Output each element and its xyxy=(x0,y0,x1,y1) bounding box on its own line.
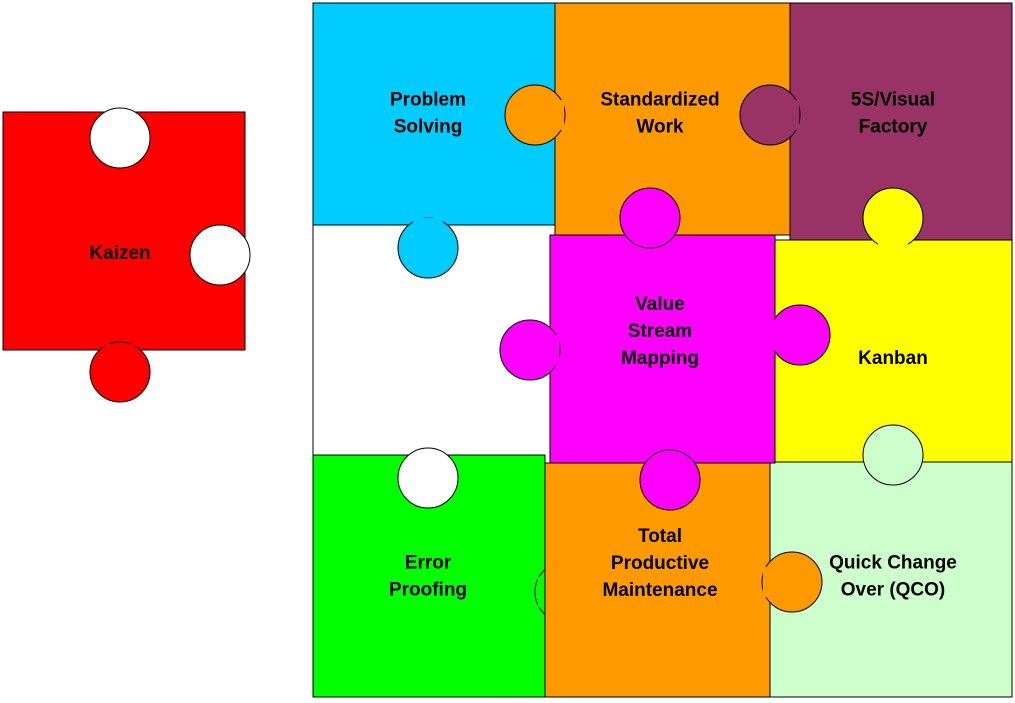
piece-label-total-productive-maintenance: Productive xyxy=(611,553,709,574)
piece-tab-neck xyxy=(878,233,908,249)
piece-label-kaizen: Kaizen xyxy=(89,243,150,264)
puzzle-piece-kaizen xyxy=(2,107,251,403)
piece-blank xyxy=(89,107,151,169)
piece-tab-neck xyxy=(105,344,135,360)
piece-blank xyxy=(397,447,459,509)
piece-tab-neck xyxy=(768,320,784,350)
piece-blank xyxy=(189,224,251,286)
piece-label-5s-visual-factory: Factory xyxy=(859,117,928,138)
piece-tab-neck xyxy=(763,567,779,597)
puzzle-piece-value-stream-mapping xyxy=(499,187,831,511)
piece-label-standardized-work: Standardized xyxy=(600,90,719,111)
piece-tab-neck xyxy=(783,100,799,130)
piece-label-error-proofing: Proofing xyxy=(389,580,467,601)
piece-tab-neck xyxy=(878,455,908,471)
piece-label-total-productive-maintenance: Total xyxy=(638,526,682,547)
piece-label-standardized-work: Work xyxy=(636,117,684,138)
piece-label-quick-change-over: Quick Change xyxy=(829,553,957,574)
piece-tab-neck xyxy=(413,218,443,234)
piece-label-value-stream-mapping: Value xyxy=(635,294,685,315)
piece-label-problem-solving: Problem xyxy=(390,90,466,111)
piece-tab-neck xyxy=(543,335,559,365)
piece-label-problem-solving: Solving xyxy=(394,117,463,138)
piece-tab-neck xyxy=(635,228,665,244)
piece-label-error-proofing: Error xyxy=(405,553,452,574)
piece-label-kanban: Kanban xyxy=(858,348,928,369)
piece-label-value-stream-mapping: Stream xyxy=(628,321,692,342)
piece-tab-neck xyxy=(548,100,564,130)
piece-label-value-stream-mapping: Mapping xyxy=(621,348,699,369)
piece-label-5s-visual-factory: 5S/Visual xyxy=(851,90,935,111)
piece-label-quick-change-over: Over (QCO) xyxy=(841,580,946,601)
piece-tab-neck xyxy=(655,456,685,472)
piece-label-total-productive-maintenance: Maintenance xyxy=(602,580,717,601)
